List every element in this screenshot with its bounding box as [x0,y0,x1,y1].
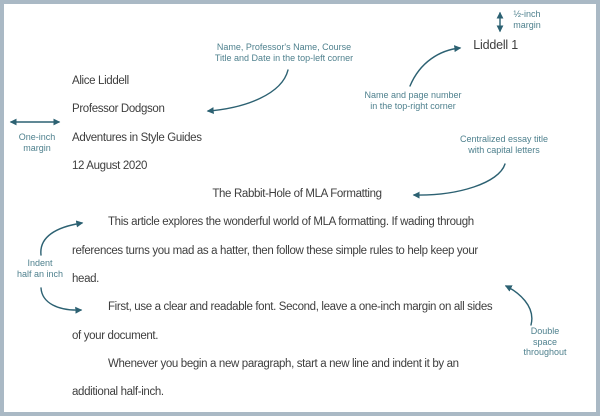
header-line-course: Adventures in Style Guides [72,131,202,144]
header-line-date: 12 August 2020 [72,159,148,172]
annotation-double-space: Double space throughout [523,326,567,357]
annotation-top-left-corner: Name, Professor's Name, Course Title and… [214,42,354,63]
annotation-one-inch-margin: One-inch margin [18,132,56,153]
document-body: Alice Liddell Professor Dodgson Adventur… [72,67,522,407]
body-line: of your document. [72,329,159,342]
annotation-indent: Indent half an inch [16,258,64,279]
annotation-half-inch-margin: ½-inch margin [513,9,541,30]
header-line-professor: Professor Dodgson [72,103,165,116]
annotation-top-right-corner: Name and page number in the top-right co… [364,90,462,111]
body-line: additional half-inch. [72,386,164,399]
essay-title: The Rabbit-Hole of MLA Formatting [212,188,382,201]
body-line: Whenever you begin a new paragraph, star… [108,357,459,370]
body-line: First, use a clear and readable font. Se… [108,301,493,314]
body-line: head. [72,273,100,286]
body-line: references turns you mad as a hatter, th… [72,244,478,257]
header-line-author: Alice Liddell [72,75,129,87]
annotation-centered-title: Centralized essay title with capital let… [459,134,549,155]
page-number: Liddell 1 [473,38,518,52]
body-line: This article explores the wonderful worl… [108,216,474,229]
